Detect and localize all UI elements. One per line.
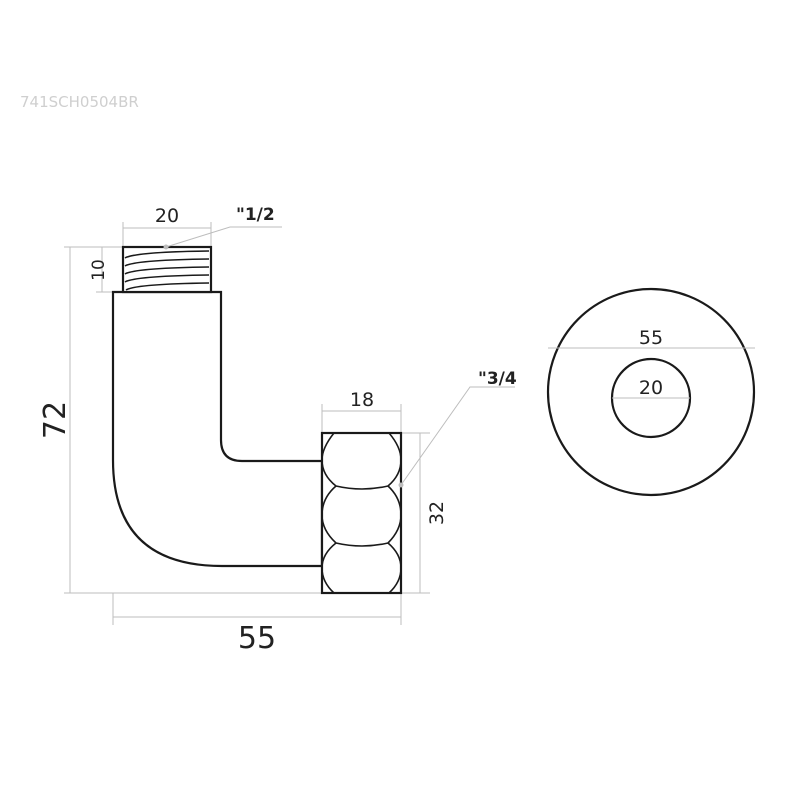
dim-nut-width: 18	[350, 389, 374, 411]
dim-total-height: 72	[38, 401, 73, 439]
dimension-lines	[69, 226, 515, 618]
thread-lines	[124, 250, 210, 291]
dim-circle-inner: 20	[639, 377, 663, 399]
elbow-body	[111, 290, 324, 568]
dim-nut-height: 32	[426, 501, 448, 525]
dim-thread-size-side: "3/4	[478, 369, 517, 389]
dim-circle-outer: 55	[639, 327, 663, 349]
dim-thread-width: 20	[155, 205, 179, 227]
product-code: 741SCH0504BR	[20, 93, 139, 111]
hex-nut	[320, 431, 403, 595]
dim-thread-height: 10	[89, 259, 109, 281]
nut-facets	[321, 432, 402, 594]
top-thread	[121, 245, 213, 294]
dim-total-width: 55	[238, 621, 276, 656]
dim-thread-size-top: "1/2	[236, 205, 275, 225]
